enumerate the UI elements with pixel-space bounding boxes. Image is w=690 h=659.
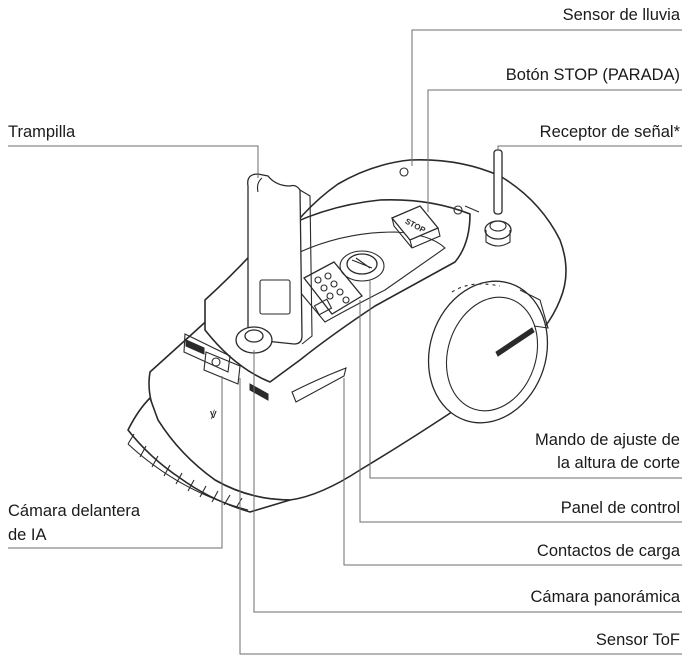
label-stop-button: Botón STOP (PARADA): [506, 66, 680, 84]
label-signal-receiver: Receptor de señal*: [540, 123, 681, 141]
label-front-camera-line2: de IA: [8, 526, 47, 544]
label-charging-contacts: Contactos de carga: [537, 542, 681, 560]
label-control-panel: Panel de control: [561, 499, 680, 517]
label-height-knob-line1: Mando de ajuste de: [535, 431, 680, 449]
label-height-knob-line2: la altura de corte: [557, 454, 680, 472]
label-front-camera-line1: Cámara delantera: [8, 502, 141, 520]
leader-hatch: [8, 146, 258, 178]
label-hatch: Trampilla: [8, 123, 76, 141]
label-rain-sensor: Sensor de lluvia: [563, 6, 681, 24]
front-badge-mark: ꝟ: [210, 406, 217, 421]
leader-signal-receiver: [498, 146, 682, 150]
label-panoramic-camera: Cámara panorámica: [531, 588, 681, 606]
label-tof-sensor: Sensor ToF: [596, 631, 680, 649]
tof-sensor-graphic: [236, 327, 272, 353]
robot-mower-illustration: STOP: [128, 150, 566, 512]
